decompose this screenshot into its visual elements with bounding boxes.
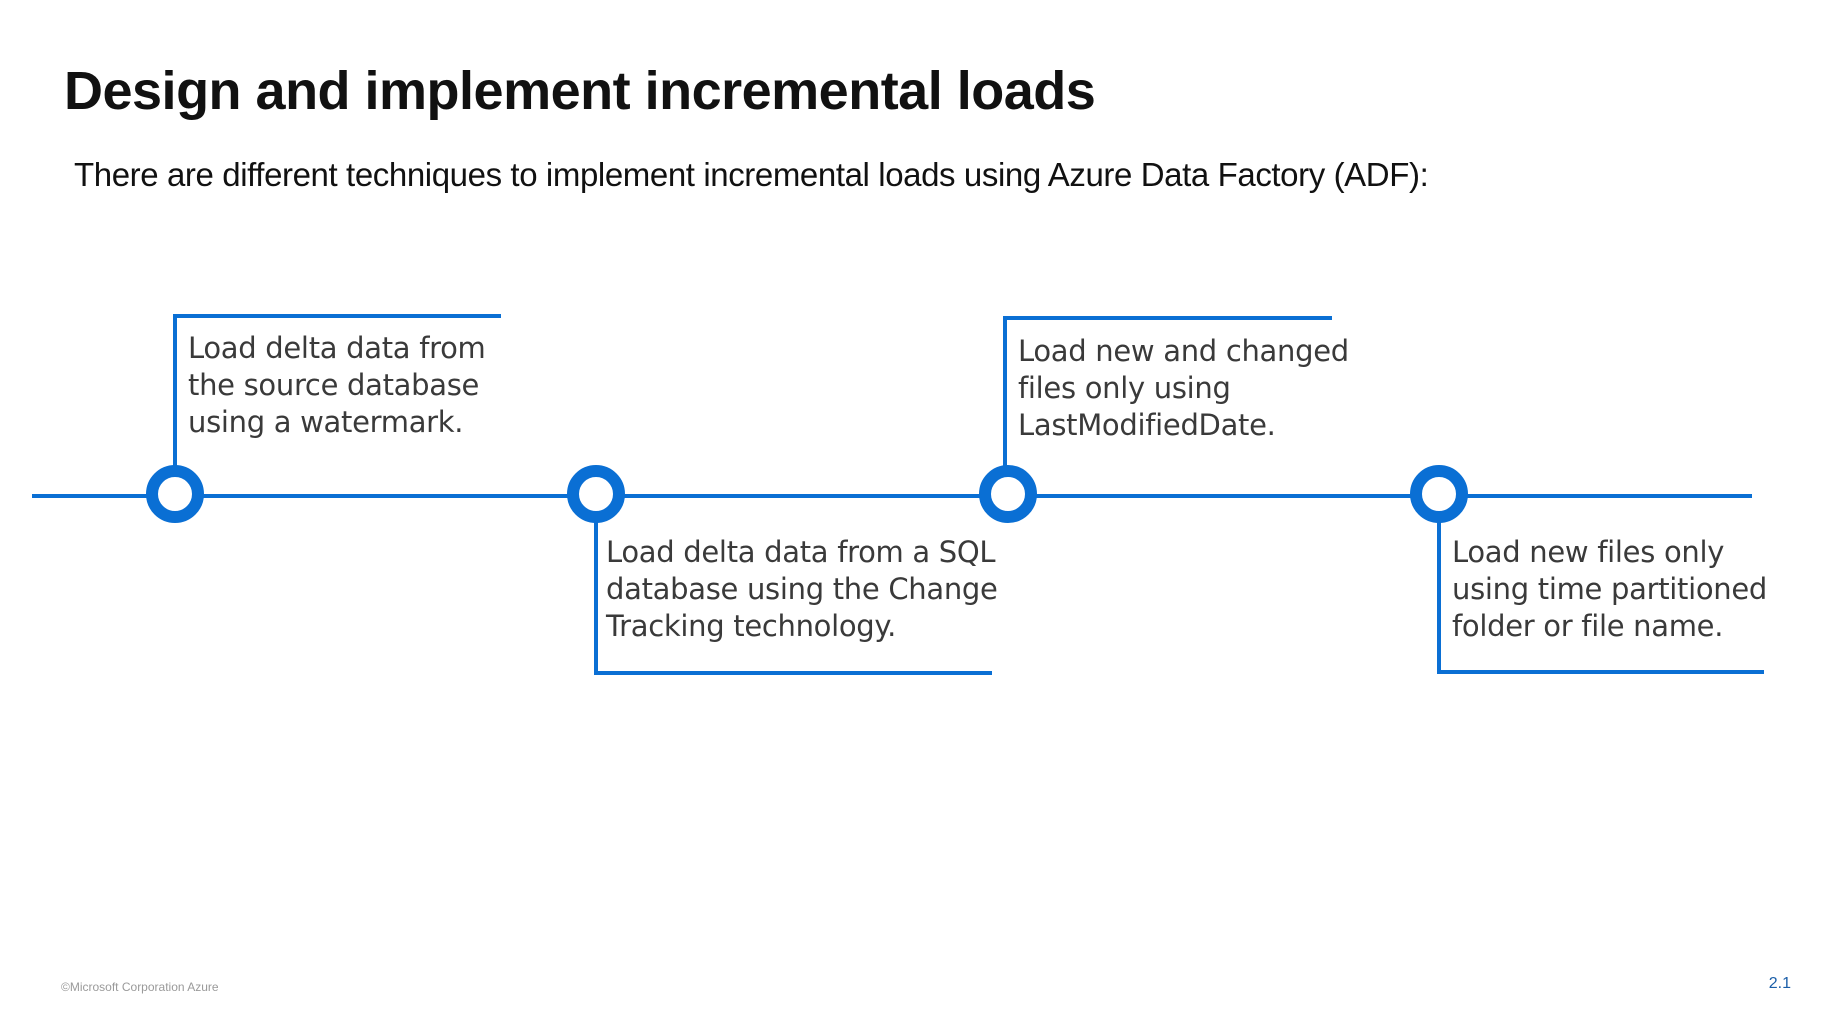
- step-4-bracket: [1437, 520, 1764, 674]
- slide-subtitle: There are different techniques to implem…: [74, 156, 1429, 193]
- step-4-marker: [1410, 465, 1468, 523]
- step-3-bracket: [1003, 316, 1332, 472]
- step-1-bracket: [173, 314, 501, 472]
- step-2-marker: [567, 465, 625, 523]
- page-number: 2.1: [1768, 975, 1791, 992]
- copyright-footer: ©Microsoft Corporation Azure: [61, 980, 219, 994]
- step-3-marker: [979, 465, 1037, 523]
- step-1-marker: [146, 465, 204, 523]
- slide-title: Design and implement incremental loads: [64, 61, 1096, 121]
- step-2-bracket: [594, 520, 992, 675]
- step-4-text: Load new files only using time partition…: [1452, 535, 1768, 643]
- step-3-text: Load new and changed files only using La…: [1018, 334, 1349, 442]
- step-2-text: Load delta data from a SQL database usin…: [606, 535, 998, 643]
- step-1-text: Load delta data from the source database…: [188, 331, 486, 439]
